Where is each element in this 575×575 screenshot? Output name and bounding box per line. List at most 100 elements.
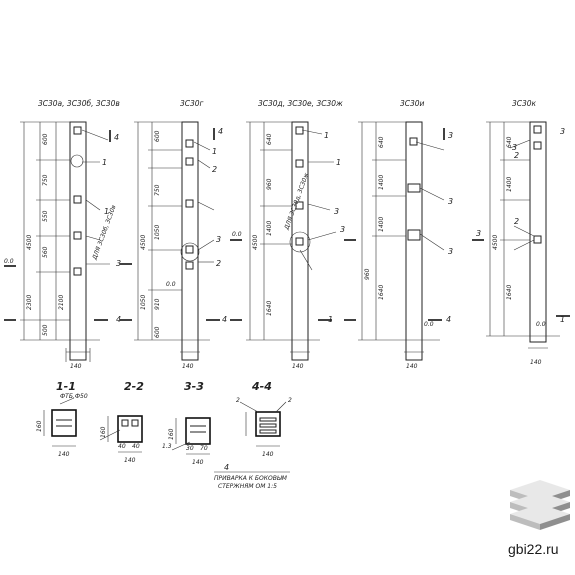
section-3-dim-1: 140 bbox=[192, 459, 204, 466]
column-2-dim-1: 600 bbox=[154, 130, 161, 142]
column-2-dim-3: 1050 bbox=[154, 225, 161, 240]
column-5-elev: 0.0 bbox=[536, 321, 546, 328]
column-4-elev: 0.0 bbox=[424, 321, 434, 328]
section-label-1: 1-1 bbox=[56, 380, 76, 393]
detail-note-line-1: ПРИВАРКА К БОКОВЫМ bbox=[214, 475, 288, 482]
section-2-dim-3: 40 bbox=[118, 443, 126, 450]
column-3-dim-2: 960 bbox=[266, 178, 273, 190]
column-3-call-4: 1 bbox=[328, 315, 333, 324]
column-3-call-2: 3 bbox=[334, 207, 339, 216]
detail-number: 4 bbox=[224, 463, 229, 472]
column-1-dim-5: 4500 bbox=[26, 235, 33, 250]
section-4-dim-2: 2 bbox=[236, 397, 240, 404]
column-4-bottom: 140 bbox=[406, 363, 418, 370]
column-1-dim-6: 500 bbox=[42, 324, 49, 336]
gbi-logo-icon bbox=[510, 480, 570, 530]
column-2-dim-7: 600 bbox=[154, 326, 161, 338]
column-4-dim-3: 1400 bbox=[378, 217, 385, 232]
column-3-dim-5: 1640 bbox=[266, 301, 273, 316]
column-4-call-1: 3 bbox=[448, 197, 453, 206]
section-label-3: 3-3 bbox=[184, 380, 204, 393]
column-2-bottom: 140 bbox=[182, 363, 194, 370]
column-1-call-2: 1 bbox=[104, 207, 109, 216]
column-1-dim-2: 750 bbox=[42, 174, 49, 186]
detail-note-line-2: СТЕРЖНЯМ ОМ 1:5 bbox=[218, 483, 277, 490]
column-5-bottom: 140 bbox=[530, 359, 542, 366]
column-2-elev: 0.0 bbox=[166, 281, 176, 288]
column-3-elev: 0.0 bbox=[232, 231, 242, 238]
watermark-text: gbi22.ru bbox=[508, 541, 559, 557]
column-elevation-1 bbox=[4, 121, 111, 362]
column-1-dim-7: 2300 bbox=[26, 295, 33, 310]
column-5-call-2: 2 bbox=[514, 151, 519, 160]
column-5-dim-3: 4500 bbox=[492, 235, 499, 250]
column-5-call-3: 3 bbox=[476, 229, 481, 238]
column-1-call-4: 4 bbox=[116, 315, 121, 324]
column-title-3: 3С30д, 3С30е, 3С30ж bbox=[258, 99, 343, 108]
section-1-dim-1: 140 bbox=[58, 451, 70, 458]
column-2-dim-6: 910 bbox=[154, 298, 161, 310]
section-3-dim-2: 160 bbox=[168, 428, 175, 440]
section-1-dim-2: 160 bbox=[36, 420, 43, 432]
section-4-note: 2 bbox=[288, 397, 292, 404]
column-5-dim-4: 1640 bbox=[506, 285, 513, 300]
column-5-call-1: 3 bbox=[512, 143, 517, 152]
column-elevation-4 bbox=[344, 121, 445, 361]
section-3-3 bbox=[171, 417, 211, 455]
column-5-dim-2: 1400 bbox=[506, 177, 513, 192]
column-1-bottom: 140 bbox=[70, 363, 82, 370]
column-1-dim-1: 600 bbox=[42, 133, 49, 145]
column-1-elev: 0.0 bbox=[4, 258, 14, 265]
column-1-dim-3: 550 bbox=[42, 210, 49, 222]
column-2-call-3: 3 bbox=[216, 235, 221, 244]
section-1-note: ФТБ.Ф50 bbox=[60, 393, 88, 400]
section-2-2 bbox=[99, 415, 143, 453]
column-5-callout-top: 3 bbox=[560, 127, 565, 136]
section-3-dim-4: 70 bbox=[200, 445, 208, 452]
column-2-call-2: 2 bbox=[212, 165, 217, 174]
column-4-dim-5: 960 bbox=[364, 268, 371, 280]
column-3-callout-top: 1 bbox=[324, 131, 329, 140]
column-2-call-4: 2 bbox=[216, 259, 221, 268]
column-3-call-1: 1 bbox=[336, 158, 341, 167]
column-2-call-5: 4 bbox=[222, 315, 227, 324]
section-2-dim-4: 40 bbox=[132, 443, 140, 450]
section-4-4 bbox=[239, 401, 287, 447]
column-elevation-2 bbox=[120, 121, 220, 361]
column-elevation-5 bbox=[472, 121, 570, 349]
column-3-note: ДЛЯ 3С30д, 3С30ж bbox=[283, 171, 311, 231]
column-elevation-3 bbox=[230, 121, 337, 361]
column-4-dim-2: 1400 bbox=[378, 175, 385, 190]
section-4-dim-1: 140 bbox=[262, 451, 274, 458]
column-5-call-5: 1 bbox=[560, 315, 565, 324]
column-4-dim-1: 640 bbox=[378, 136, 385, 148]
column-2-callout-top: 4 bbox=[218, 127, 223, 136]
column-title-4: 3С30и bbox=[400, 99, 425, 108]
column-2-dim-5: 1050 bbox=[140, 295, 147, 310]
column-4-callout-top: 3 bbox=[448, 131, 453, 140]
column-2-dim-2: 750 bbox=[154, 184, 161, 196]
section-label-4: 4-4 bbox=[251, 380, 272, 393]
column-title-2: 3С30г bbox=[180, 99, 204, 108]
column-4-dim-4: 1640 bbox=[378, 285, 385, 300]
column-1-call-3: 3 bbox=[116, 259, 121, 268]
column-3-bottom: 140 bbox=[292, 363, 304, 370]
column-1-dim-8: 2100 bbox=[58, 295, 65, 310]
column-4-call-3: 4 bbox=[446, 315, 451, 324]
column-3-dim-1: 640 bbox=[266, 133, 273, 145]
section-label-2: 2-2 bbox=[124, 380, 144, 393]
section-3-dim-3: 30 bbox=[186, 445, 194, 452]
column-title-1: 3С30а, 3С30б, 3С30в bbox=[38, 99, 120, 108]
column-title-5: 3С30к bbox=[512, 99, 537, 108]
section-2-dim-1: 140 bbox=[124, 457, 136, 464]
column-5-call-4: 2 bbox=[514, 217, 519, 226]
column-1-dim-4: 560 bbox=[42, 246, 49, 258]
column-4-call-2: 3 bbox=[448, 247, 453, 256]
column-2-dim-4: 4500 bbox=[140, 235, 147, 250]
column-1-callout-top: 4 bbox=[114, 133, 119, 142]
section-1-1 bbox=[43, 397, 77, 447]
section-3-note: 1.3 bbox=[162, 443, 172, 450]
column-1-call-1: 1 bbox=[102, 158, 107, 167]
column-5-dim-1: 640 bbox=[506, 136, 513, 148]
